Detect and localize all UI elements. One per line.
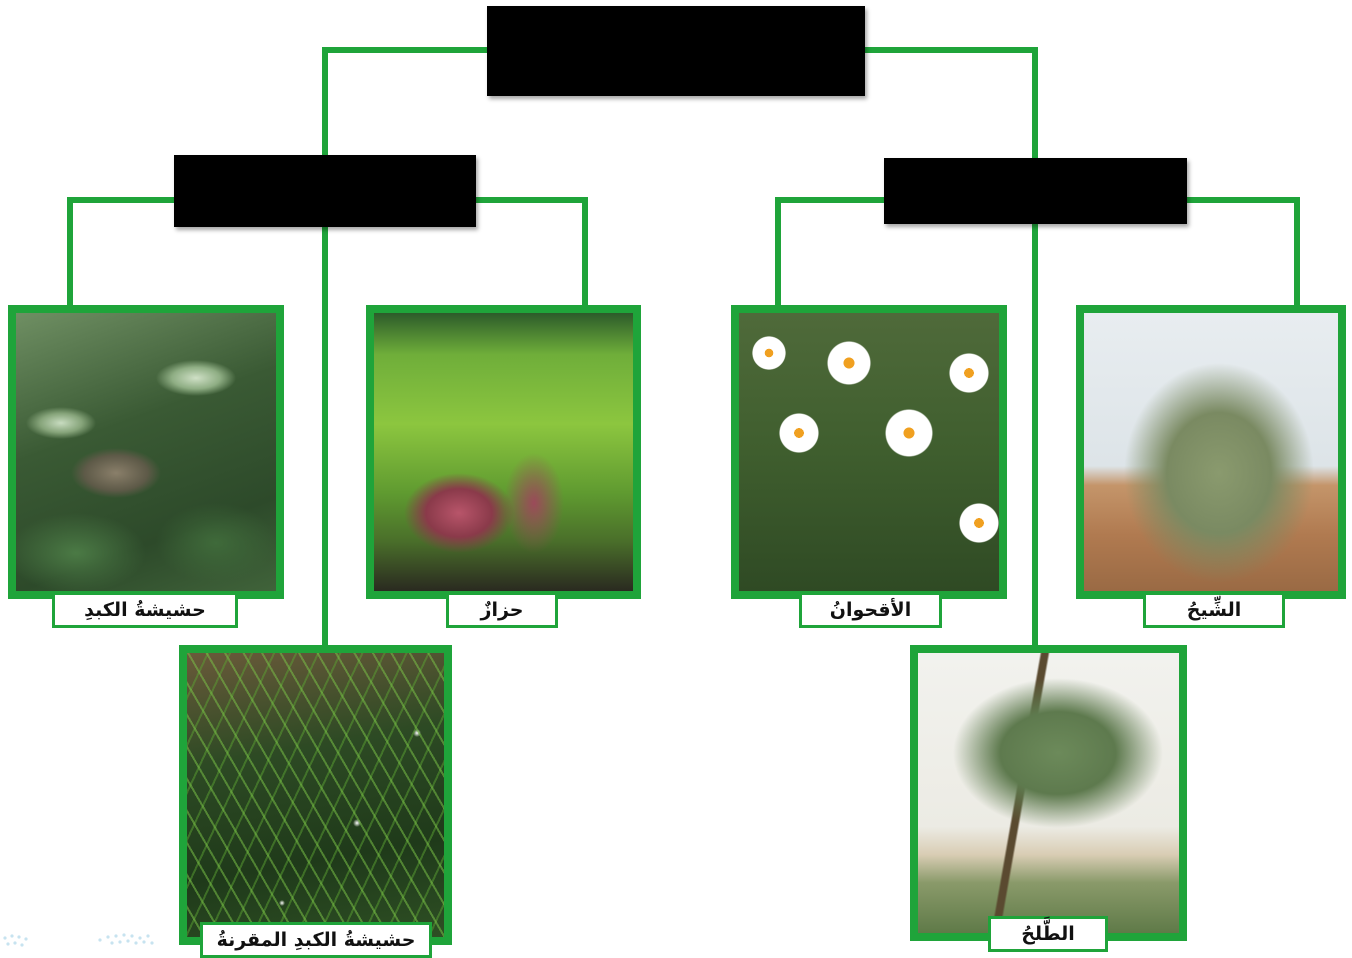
desert-shrub-photo [1084, 313, 1338, 591]
shih-label: الشِّيحُ [1143, 592, 1285, 628]
shih-card [1076, 305, 1346, 599]
vascular-group-hidden-label [884, 158, 1187, 224]
talh-label: الطَّلحُ [988, 916, 1108, 952]
moss-card [366, 305, 641, 599]
hornwort-card [179, 645, 452, 945]
root-hidden-label [487, 6, 865, 96]
acacia-tree-photo [918, 653, 1179, 933]
hornwort-label: حشيشةُ الكبدِ المقرنةُ [200, 922, 432, 958]
moss-label: حزازٌ [446, 592, 558, 628]
daisy-flowers-photo [739, 313, 999, 591]
talh-card [910, 645, 1187, 941]
moss-plant-photo [374, 313, 633, 591]
liverwort-photo [16, 313, 276, 591]
hornwort-photo [187, 653, 444, 937]
decorative-dots [3, 933, 154, 947]
chamomile-label: الأقحوانُ [799, 592, 942, 628]
nonvascular-group-hidden-label [174, 155, 476, 227]
liverwort-label: حشيشةُ الكبدِ [52, 592, 238, 628]
liverwort-card [8, 305, 284, 599]
chamomile-card [731, 305, 1007, 599]
